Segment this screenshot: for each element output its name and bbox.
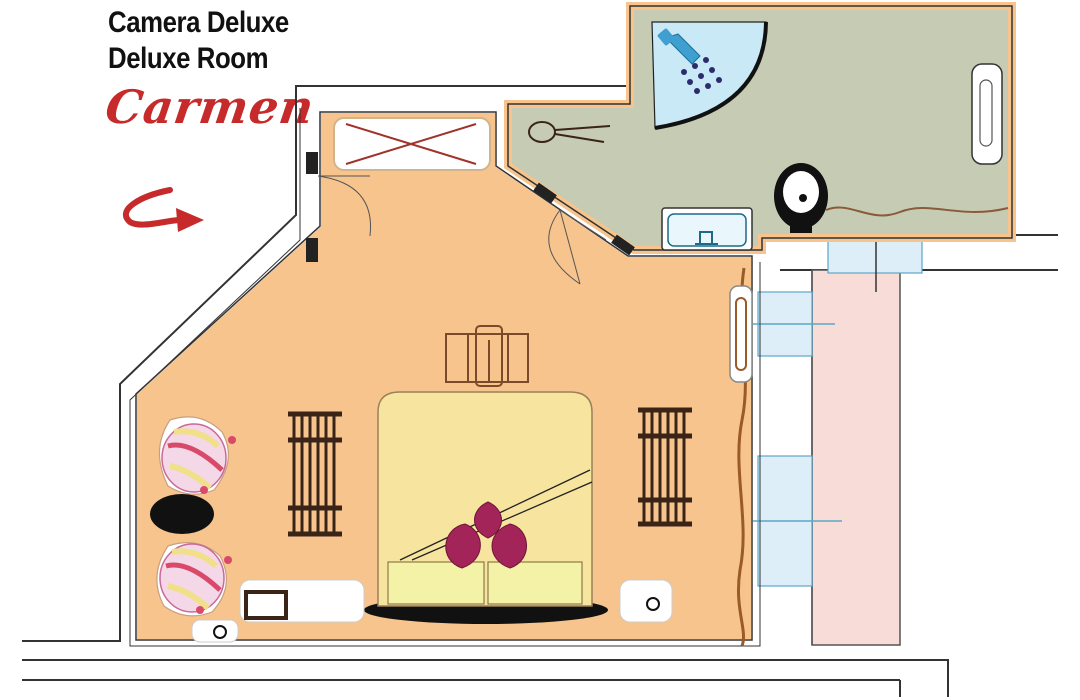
sink-icon bbox=[661, 207, 753, 251]
bin bbox=[191, 619, 239, 643]
entrance-door bbox=[306, 152, 372, 262]
coffee-table bbox=[150, 494, 214, 534]
bedside-lamp bbox=[619, 579, 673, 623]
bathroom-door bbox=[533, 182, 635, 285]
wardrobe bbox=[333, 117, 491, 171]
double-bed bbox=[364, 391, 608, 624]
room-title-italian: Camera Deluxe bbox=[108, 6, 289, 39]
armchair-bottom bbox=[156, 542, 232, 617]
tv-desk bbox=[239, 579, 365, 623]
corridor bbox=[811, 269, 901, 646]
nightstand-right bbox=[638, 407, 692, 527]
curved-arrow-icon bbox=[122, 187, 204, 232]
heart-decoration bbox=[445, 501, 527, 569]
room-title-english: Deluxe Room bbox=[108, 42, 269, 75]
luggage-rack bbox=[445, 325, 529, 387]
radiator bbox=[729, 285, 753, 383]
toilet-icon bbox=[774, 163, 828, 233]
hand-shower-icon bbox=[528, 121, 611, 143]
shower-head-icon bbox=[657, 28, 722, 94]
nightstand-left bbox=[288, 410, 342, 538]
armchair-top bbox=[158, 416, 236, 495]
